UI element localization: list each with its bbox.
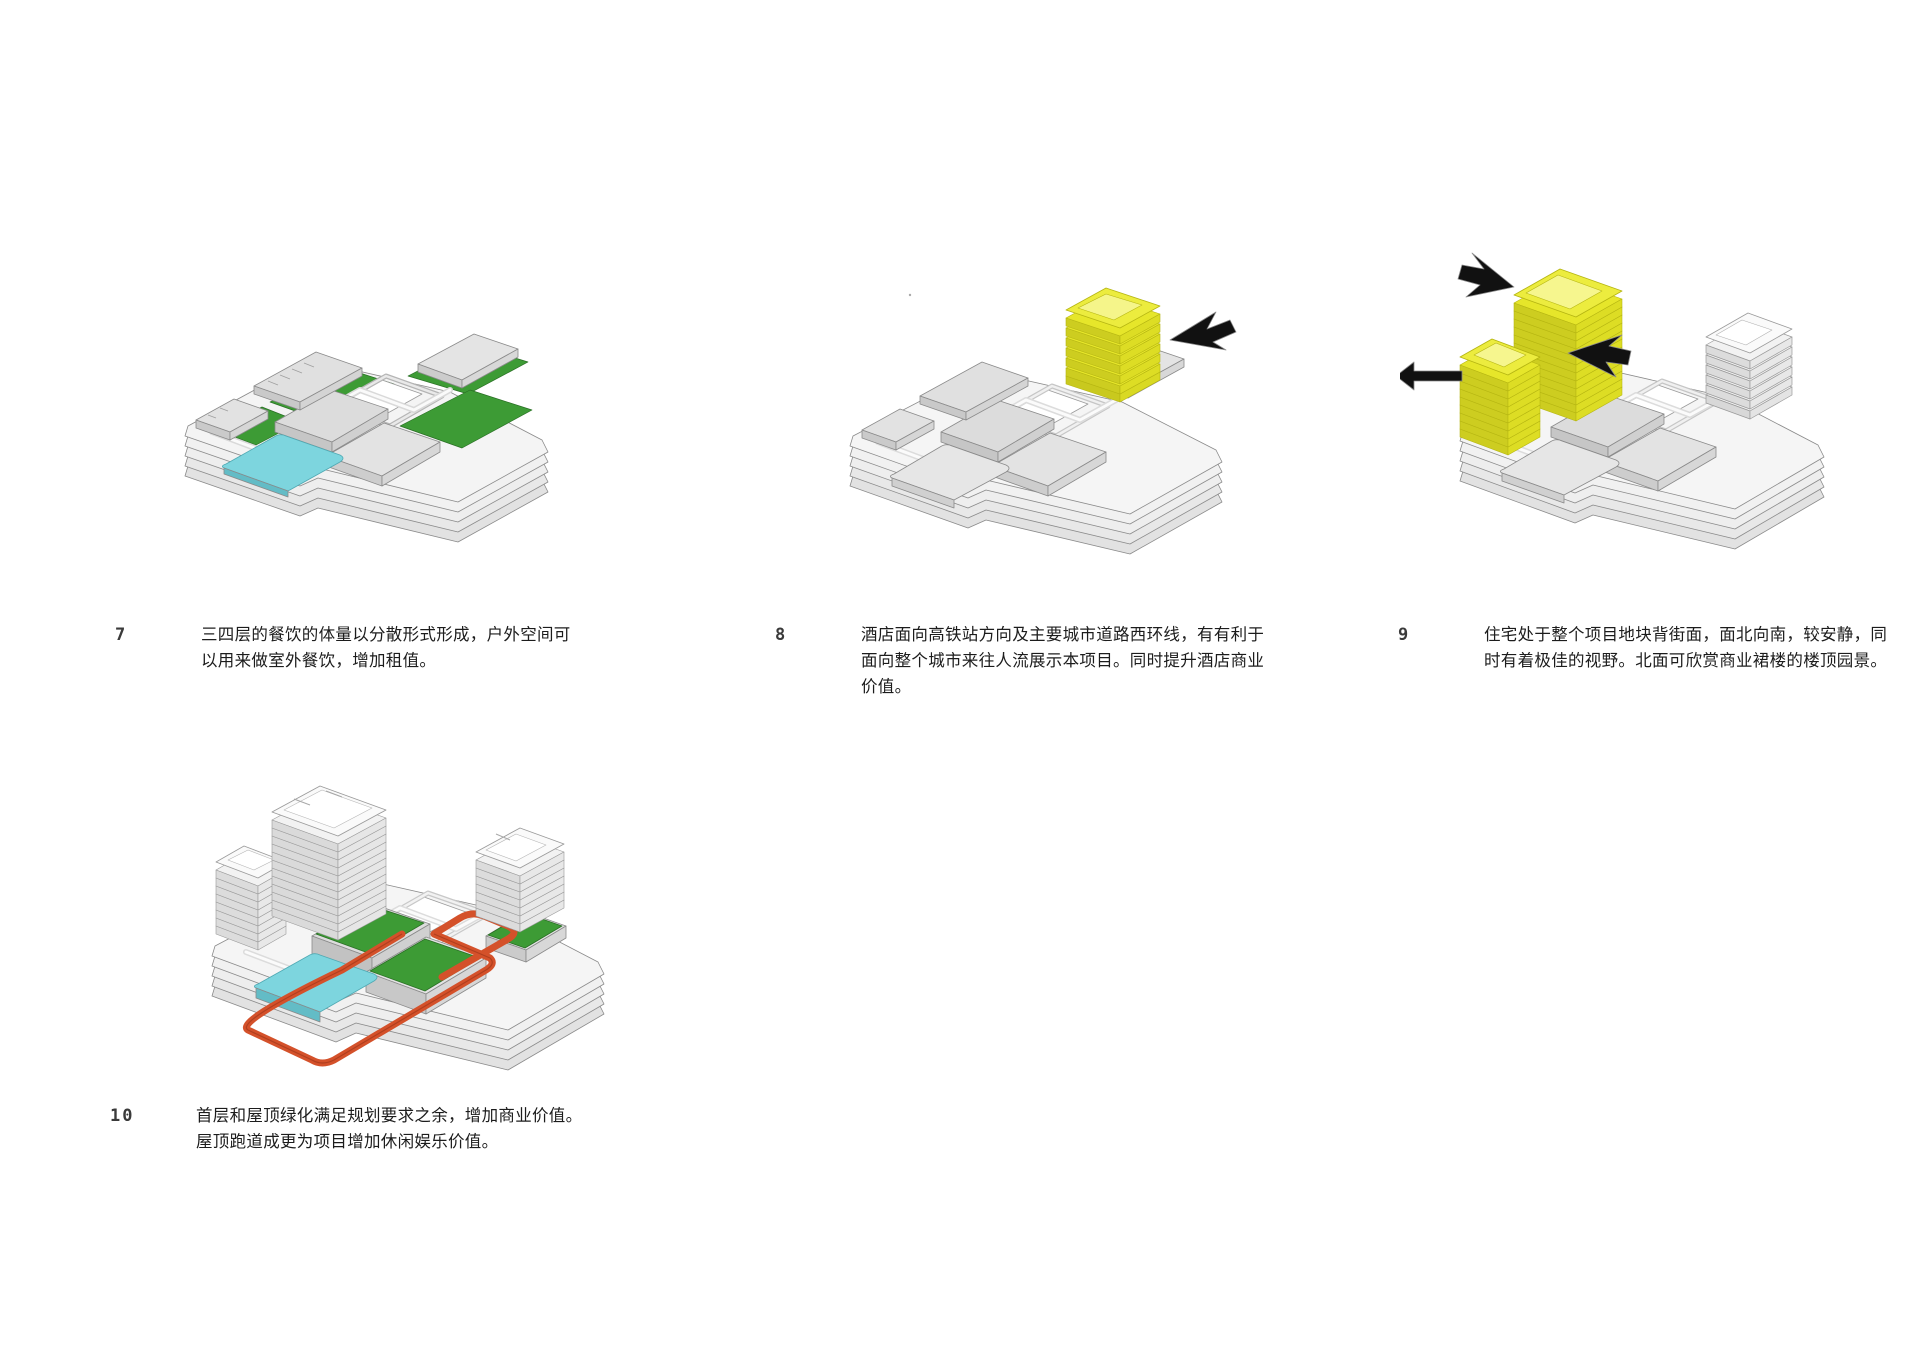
panel-caption-text-7: 三四层的餐饮的体量以分散形式形成，户外空间可 以用来做室外餐饮，增加租值。	[201, 625, 571, 671]
massing-diagram-9	[1400, 225, 1880, 565]
panel-number-10: 10	[110, 1106, 135, 1126]
panel-caption-text-9: 住宅处于整个项目地块背街面，面北向南，较安静，同 时有着极佳的视野。北面可欣赏商…	[1484, 625, 1888, 671]
tower-east	[475, 827, 565, 933]
office-tower	[1705, 312, 1793, 420]
caption-10: 10 首层和屋顶绿化满足规划要求之余，增加商业价值。 屋顶跑道成更为项目增加休闲…	[110, 1103, 650, 1155]
direction-arrow-northeast	[1169, 311, 1237, 351]
panel-7	[150, 280, 630, 570]
direction-arrow-southeast	[1567, 334, 1632, 378]
panel-caption-text-10: 首层和屋顶绿化满足规划要求之余，增加商业价值。 屋顶跑道成更为项目增加休闲娱乐价…	[196, 1106, 583, 1152]
hotel-tower-highlight	[1065, 287, 1161, 403]
panel-10	[190, 730, 710, 1080]
retail-pavilions	[195, 333, 519, 487]
massing-diagram-10	[190, 730, 710, 1080]
tower-west	[215, 845, 287, 951]
caption-8: 8 酒店面向高铁站方向及主要城市道路西环线，有有利于 面向整个城市来往人流展示本…	[775, 622, 1315, 700]
massing-diagram-7	[150, 280, 630, 570]
direction-arrow-west	[1400, 361, 1463, 391]
massing-diagram-8	[830, 250, 1310, 570]
panel-number-9: 9	[1398, 625, 1411, 645]
panel-number-7: 7	[115, 625, 128, 645]
caption-7: 7 三四层的餐饮的体量以分散形式形成，户外空间可 以用来做室外餐饮，增加租值。	[115, 622, 645, 674]
residential-tower-west-highlight	[1459, 338, 1541, 456]
direction-arrow-northwest	[1457, 252, 1515, 298]
panel-number-8: 8	[775, 625, 788, 645]
swimming-pool	[222, 434, 344, 498]
panel-caption-text-8: 酒店面向高铁站方向及主要城市道路西环线，有有利于 面向整个城市来往人流展示本项目…	[861, 625, 1265, 697]
caption-9: 9 住宅处于整个项目地块背街面，面北向南，较安静，同 时有着极佳的视野。北面可欣…	[1398, 622, 1920, 674]
panel-8	[830, 250, 1310, 570]
tower-center	[271, 785, 387, 941]
panel-9	[1400, 225, 1880, 565]
